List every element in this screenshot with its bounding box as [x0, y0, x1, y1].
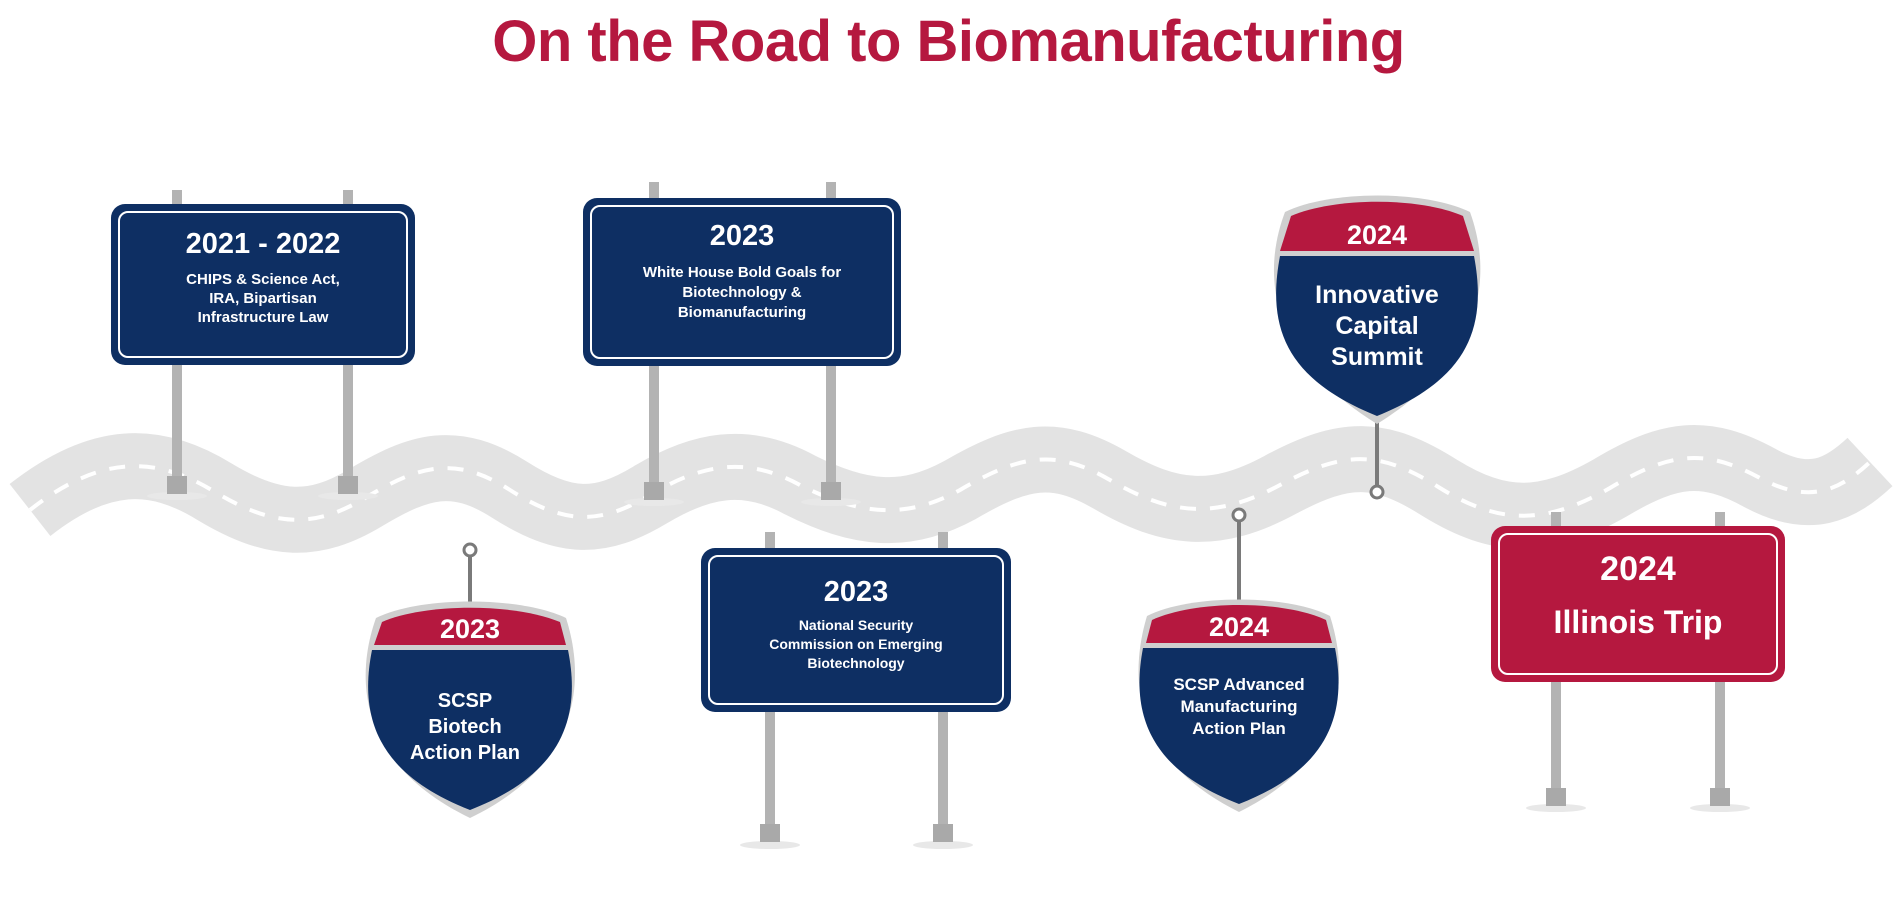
post-shadow: [1690, 804, 1750, 812]
road-center-line: [28, 455, 1872, 522]
shield-body: [1139, 648, 1339, 804]
sign-year: 2021 - 2022: [185, 228, 341, 260]
sign-panel: [701, 548, 1011, 712]
sign-2023-white-house: [583, 182, 901, 506]
shield-2024-scsp: [1138, 507, 1340, 812]
sign-2021-2022: [111, 190, 415, 500]
road-surface: [9, 425, 1893, 553]
sign-panel: [583, 198, 901, 366]
sign-panel: [1491, 526, 1785, 682]
shield-label: Innovative Capital Summit: [1315, 281, 1439, 371]
post-shadow: [1526, 804, 1586, 812]
post-shadow: [913, 841, 973, 849]
shield-header: [1146, 605, 1332, 643]
post-base: [167, 476, 187, 494]
post-base: [821, 482, 841, 500]
shield-label: SCSP Advanced Manufacturing Action Plan: [1173, 675, 1305, 738]
post-shadow: [740, 841, 800, 849]
shield-2023-scsp: [365, 542, 576, 818]
page-title: On the Road to Biomanufacturing: [492, 9, 1405, 74]
shield-pin: [1231, 507, 1247, 523]
shield-body: [1276, 256, 1478, 416]
post-shadow: [801, 498, 861, 506]
shield-year: 2024: [1346, 220, 1408, 250]
sign-year: 2024: [1600, 550, 1676, 588]
sign-border: [1498, 533, 1778, 675]
shield-pin: [1369, 484, 1385, 500]
post-shadow: [624, 498, 684, 506]
shield-label: SCSP Biotech Action Plan: [409, 690, 520, 764]
shield-year: 2024: [1208, 612, 1270, 642]
shield-pin: [462, 542, 478, 558]
sign-year: 2023: [709, 220, 775, 252]
post-base: [760, 824, 780, 842]
post-base: [1546, 788, 1566, 806]
sign-label: National Security Commission on Emerging…: [769, 617, 943, 671]
shield-2024-capital: [1273, 195, 1481, 500]
post-base: [644, 482, 664, 500]
shield-header: [1280, 201, 1474, 251]
post-base: [1710, 788, 1730, 806]
post-base: [933, 824, 953, 842]
sign-label: CHIPS & Science Act, IRA, Bipartisan Inf…: [186, 271, 340, 326]
shield-header: [374, 607, 566, 645]
sign-2024-illinois: [1491, 512, 1785, 812]
sign-label: White House Bold Goals for Biotechnology…: [642, 264, 842, 321]
post-shadow: [318, 492, 378, 500]
sign-border: [708, 555, 1004, 705]
shield-body: [368, 650, 572, 810]
road: [9, 425, 1893, 553]
post-base: [338, 476, 358, 494]
shield-year: 2023: [439, 614, 501, 644]
sign-border: [118, 211, 408, 358]
post-shadow: [147, 492, 207, 500]
sign-2023-nsceb: [701, 532, 1011, 849]
sign-panel: [111, 204, 415, 365]
sign-border: [590, 205, 894, 359]
sign-year: 2023: [823, 576, 889, 608]
sign-label: Illinois Trip: [1553, 604, 1723, 640]
